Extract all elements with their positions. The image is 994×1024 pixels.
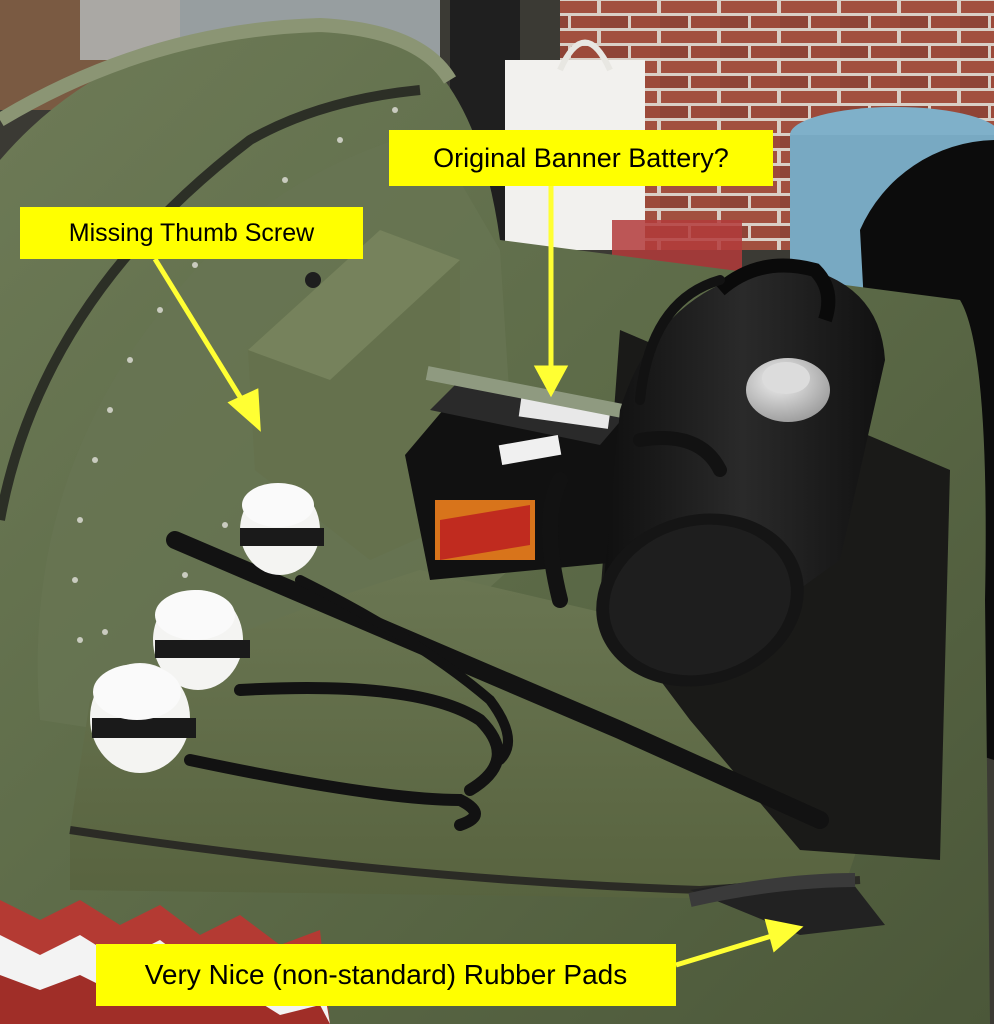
callout-arrows (152, 186, 804, 968)
callout-rubber-pads: Very Nice (non-standard) Rubber Pads (96, 944, 676, 1006)
hoses (166, 275, 829, 831)
thumb-screw-hole (305, 272, 321, 288)
arrow-screw (152, 257, 248, 407)
deck-edge-trim (69, 826, 861, 895)
arrow-battery-head (533, 365, 569, 398)
arrow-pads-head (764, 918, 804, 953)
arrow-pads (675, 932, 776, 968)
battery-strap (425, 366, 655, 424)
callout-battery: Original Banner Battery? (389, 130, 773, 186)
fuel-cap-top (762, 362, 810, 394)
battery-box-top (248, 230, 460, 380)
rivets (72, 107, 398, 643)
battery (405, 380, 640, 580)
callout-thumb-screw: Missing Thumb Screw (20, 207, 363, 259)
bag-handle (557, 39, 613, 72)
windscreen-frame (0, 17, 456, 127)
fluid-reservoirs (90, 483, 324, 773)
rubber-edge-strip (688, 873, 856, 907)
arrow-screw-head (227, 388, 261, 432)
side-rail (0, 85, 421, 521)
fuel-tank (596, 258, 885, 687)
